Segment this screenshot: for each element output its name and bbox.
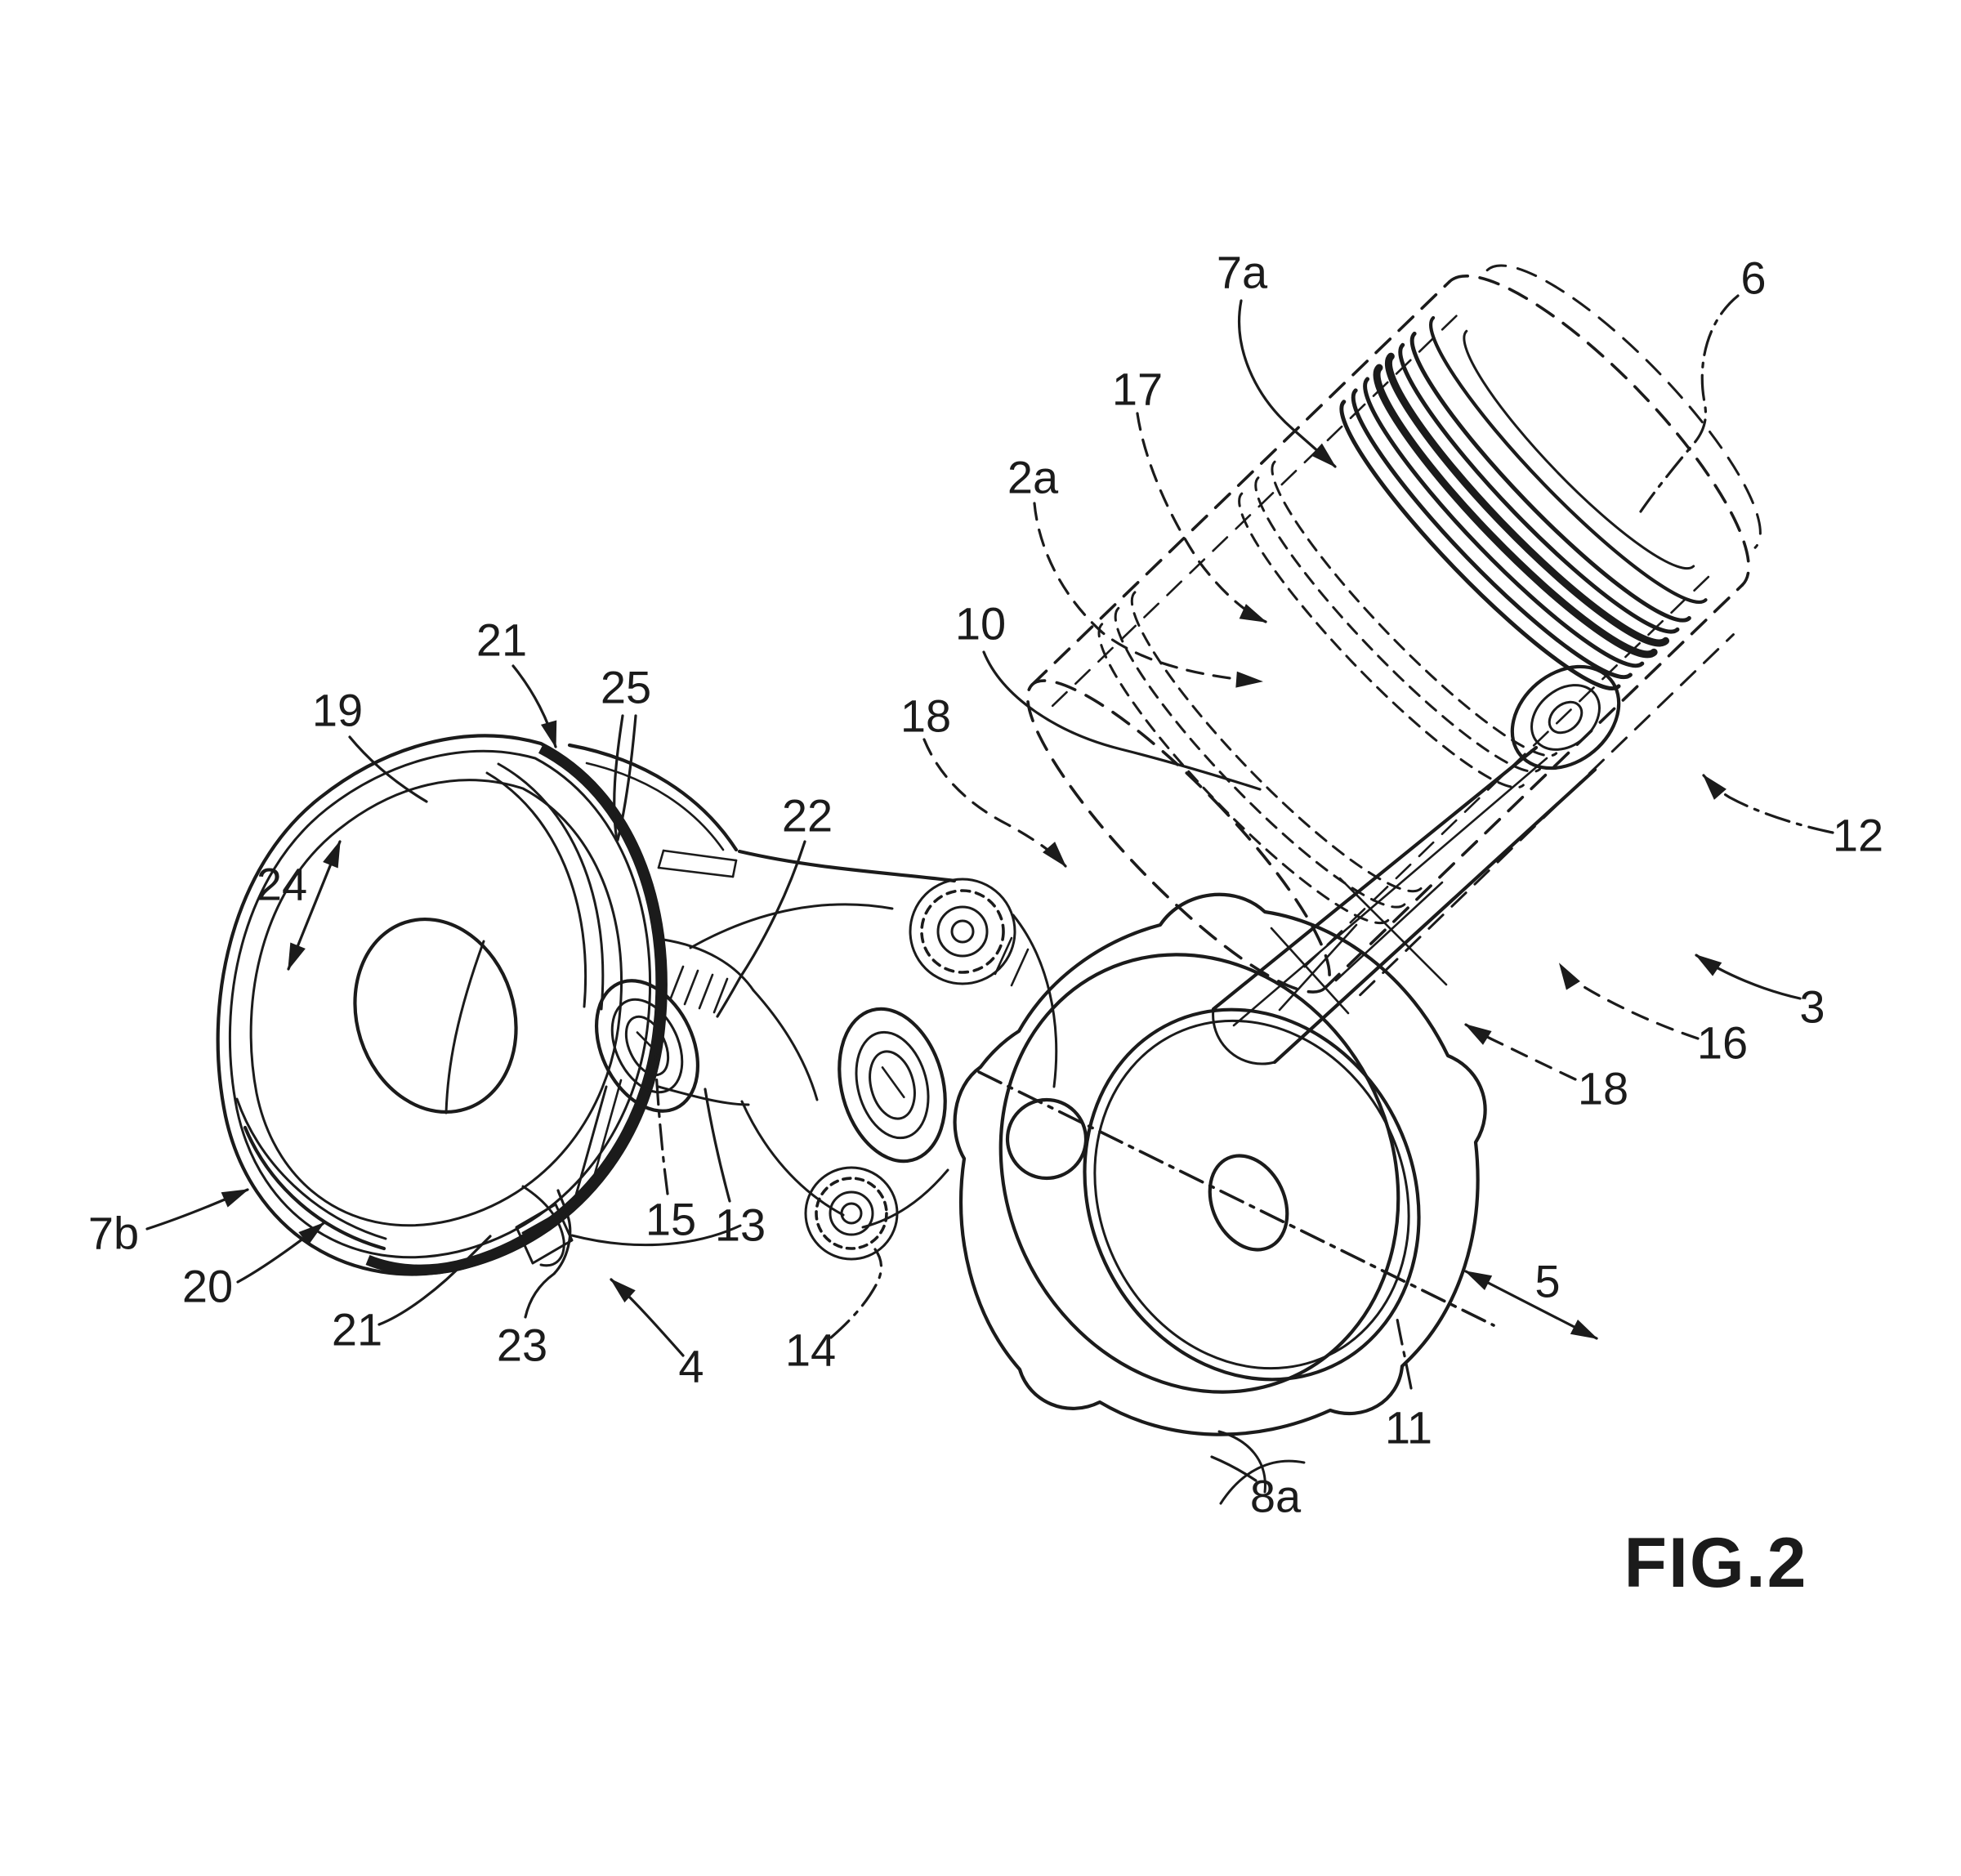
ref-label-10: 10 [955, 598, 1006, 650]
left-piston-ring-band [365, 744, 667, 1275]
motion-arrow-5 [1464, 1270, 1598, 1340]
ref-label-21-top: 21 [476, 614, 527, 666]
leader-16 [1558, 963, 1700, 1040]
leader-2a [1033, 502, 1263, 688]
leader-14 [829, 1248, 883, 1339]
ref-label-22: 22 [782, 790, 833, 842]
lower-piston-hub [1208, 1154, 1289, 1252]
ref-label-18-right: 18 [1578, 1063, 1628, 1114]
motion-arrow-24 [287, 840, 342, 971]
leader-22 [716, 840, 806, 1018]
wrist-pin-boss [1510, 664, 1621, 770]
figure-caption: FIG.2 [1624, 1524, 1807, 1602]
left-piston-skirt-tab [521, 1185, 565, 1267]
leader-4 [610, 1278, 685, 1357]
ref-label-17: 17 [1112, 364, 1163, 415]
ref-label-7b: 7b [88, 1208, 139, 1259]
leader-7a [1238, 299, 1337, 468]
leader-11 [1395, 1313, 1413, 1390]
left-piston-face-line [249, 779, 623, 1227]
upper-connecting-rod [1211, 664, 1621, 1065]
ref-label-8a: 8a [1250, 1471, 1302, 1522]
leader-25-b [616, 714, 637, 842]
ref-label-25: 25 [601, 662, 651, 713]
leader-8a [1210, 1455, 1257, 1482]
leader-25 [613, 714, 624, 842]
ref-label-7a: 7a [1217, 247, 1268, 298]
cylinder-head-end-arc [1448, 274, 1750, 587]
leader-lines [145, 294, 1834, 1482]
leader-18-upper [922, 738, 1067, 868]
ref-label-5: 5 [1534, 1256, 1560, 1307]
lower-piston-flange [953, 892, 1487, 1436]
ref-label-24: 24 [257, 859, 307, 910]
leader-3 [1695, 954, 1802, 1000]
ref-label-16: 16 [1697, 1017, 1748, 1069]
piston-ring-band [1339, 400, 1621, 691]
ref-label-2a: 2a [1007, 452, 1059, 503]
ref-label-11: 11 [1385, 1402, 1432, 1454]
leader-13 [704, 1088, 731, 1203]
ref-label-23: 23 [497, 1320, 547, 1371]
ref-label-18-upper: 18 [900, 690, 951, 742]
leader-19 [348, 735, 428, 803]
leader-15 [654, 1055, 669, 1195]
main-journal-bearing [838, 1007, 947, 1164]
ref-label-4: 4 [678, 1341, 704, 1392]
leader-10 [982, 650, 1262, 791]
lower-pinion-gear [804, 1166, 899, 1261]
ref-label-13: 13 [715, 1199, 766, 1251]
ref-label-3: 3 [1799, 981, 1825, 1033]
ref-label-15: 15 [645, 1194, 696, 1245]
mount-horn [567, 743, 739, 852]
ref-label-21-bottom: 21 [332, 1304, 382, 1356]
leader-23 [524, 1189, 572, 1319]
leader-6 [1639, 294, 1740, 513]
leader-20 [236, 1222, 325, 1284]
ref-label-14: 14 [785, 1324, 836, 1376]
leader-21-bottom [377, 1235, 492, 1326]
left-piston [216, 734, 755, 1276]
lower-piston-hole [1005, 1097, 1088, 1181]
leader-21-top [511, 664, 557, 748]
ref-label-20: 20 [182, 1261, 233, 1312]
leader-7b [145, 1188, 249, 1231]
leader-12 [1702, 774, 1834, 834]
leader-17 [1136, 412, 1267, 623]
left-piston-center-hole [353, 917, 518, 1114]
ref-label-19: 19 [312, 685, 363, 736]
lower-piston-face [1083, 1007, 1421, 1382]
piston-crown-edge [1429, 315, 1708, 605]
clevis-plate [515, 1203, 574, 1265]
lower-piston [953, 892, 1495, 1505]
main-axis-centerline [977, 1070, 1495, 1327]
ref-label-12: 12 [1833, 810, 1883, 861]
ref-label-6: 6 [1740, 252, 1766, 304]
leader-18-right [1464, 1023, 1577, 1081]
reference-numerals: 7a 6 17 2a 10 18 21 19 25 22 24 12 3 16 … [88, 247, 1883, 1522]
upper-pinion-gear [909, 878, 1016, 985]
crank-assembly [594, 849, 1058, 1261]
upper-cylinder-assembly [1025, 264, 1762, 1065]
